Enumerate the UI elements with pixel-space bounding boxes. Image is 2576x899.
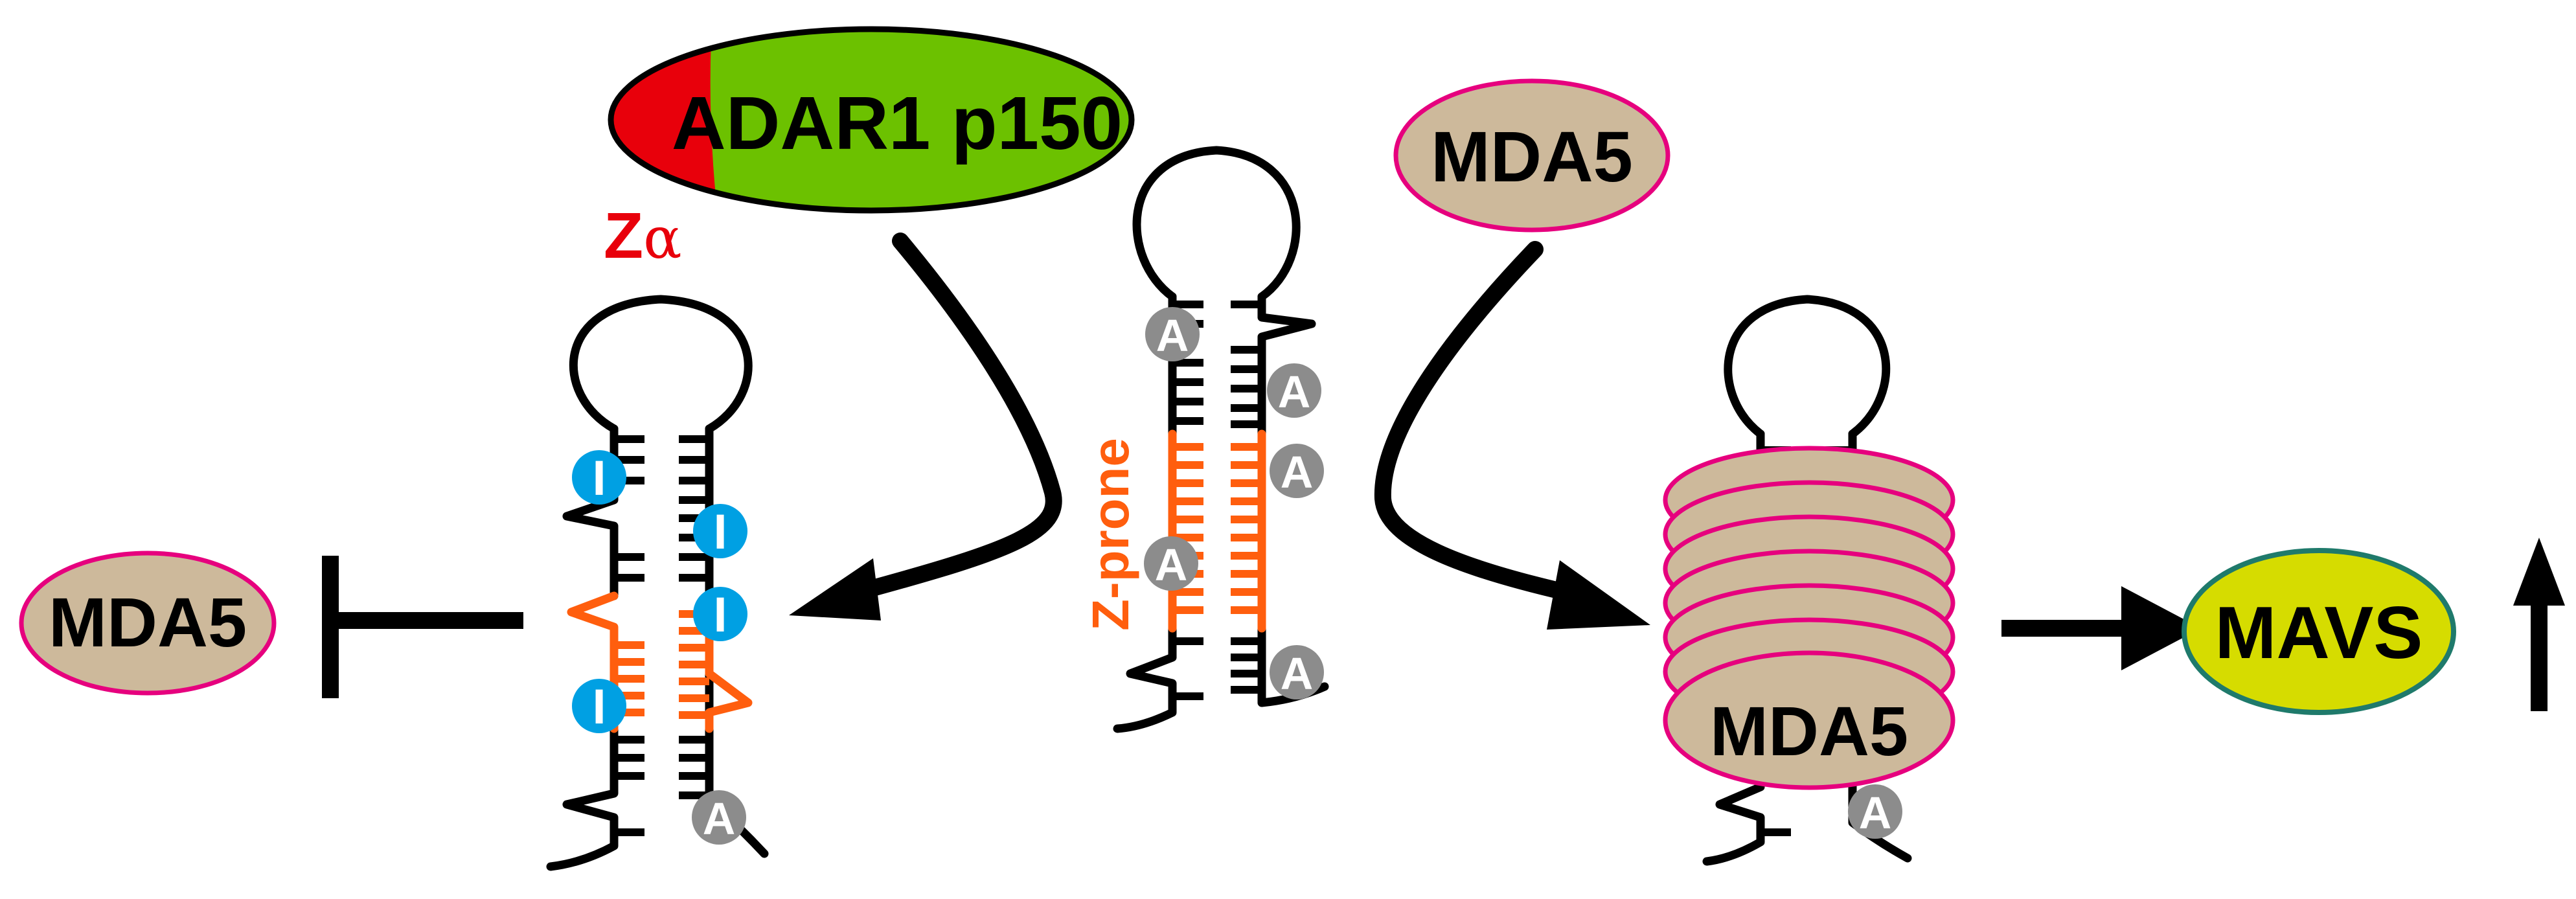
svg-text:A: A <box>1281 648 1314 699</box>
svg-text:A: A <box>1278 367 1311 417</box>
inosine-marker <box>572 679 626 733</box>
svg-text:I: I <box>592 451 606 506</box>
z-prone-label: Z-prone <box>1082 438 1139 631</box>
mda5-filament <box>1663 446 1955 790</box>
svg-text:A: A <box>1156 310 1189 361</box>
mavs-label: MAVS <box>2215 592 2423 674</box>
mda5-free: MDA5 <box>1393 78 1670 233</box>
svg-text:I: I <box>592 679 606 734</box>
zalpha-label: Zα <box>604 199 682 272</box>
svg-text:A: A <box>1859 788 1892 838</box>
adenosine-marker <box>1848 784 1902 839</box>
adar1-p150: ADAR1 p150 <box>608 26 1135 214</box>
inosine-marker <box>572 450 626 505</box>
adenosine-marker <box>692 790 746 845</box>
adar1-p150-label: ADAR1 p150 <box>672 81 1123 165</box>
inosine-marker <box>693 504 747 558</box>
svg-text:A: A <box>1155 540 1188 590</box>
mda5-inhibited: MDA5 <box>19 551 277 696</box>
adar-editing-arrow <box>789 233 1062 620</box>
mda5-left-label: MDA5 <box>49 583 247 661</box>
svg-text:I: I <box>713 505 727 560</box>
mda5-binding-arrow <box>1374 241 1650 630</box>
adenosine-markers: A A A A A <box>1144 307 1324 700</box>
inhibition-symbol <box>322 556 523 698</box>
inosine-marker <box>693 587 747 641</box>
inosine-markers: I I I I <box>572 450 747 734</box>
upregulation-arrow-icon <box>2513 538 2565 711</box>
z-prone-hairpin: A A A A A <box>1113 146 1329 733</box>
edited-hairpin: I I I I A <box>546 295 769 871</box>
mda5-top-label: MDA5 <box>1431 117 1633 197</box>
mavs: MAVS <box>2182 548 2456 715</box>
signaling-arrow <box>2001 586 2201 670</box>
mda5-filament-hairpin: MDA5 A <box>1663 295 1955 866</box>
svg-text:I: I <box>713 587 727 643</box>
mda5-filament-label: MDA5 <box>1710 692 1908 770</box>
svg-text:A: A <box>1281 447 1314 497</box>
svg-text:A: A <box>703 793 736 844</box>
